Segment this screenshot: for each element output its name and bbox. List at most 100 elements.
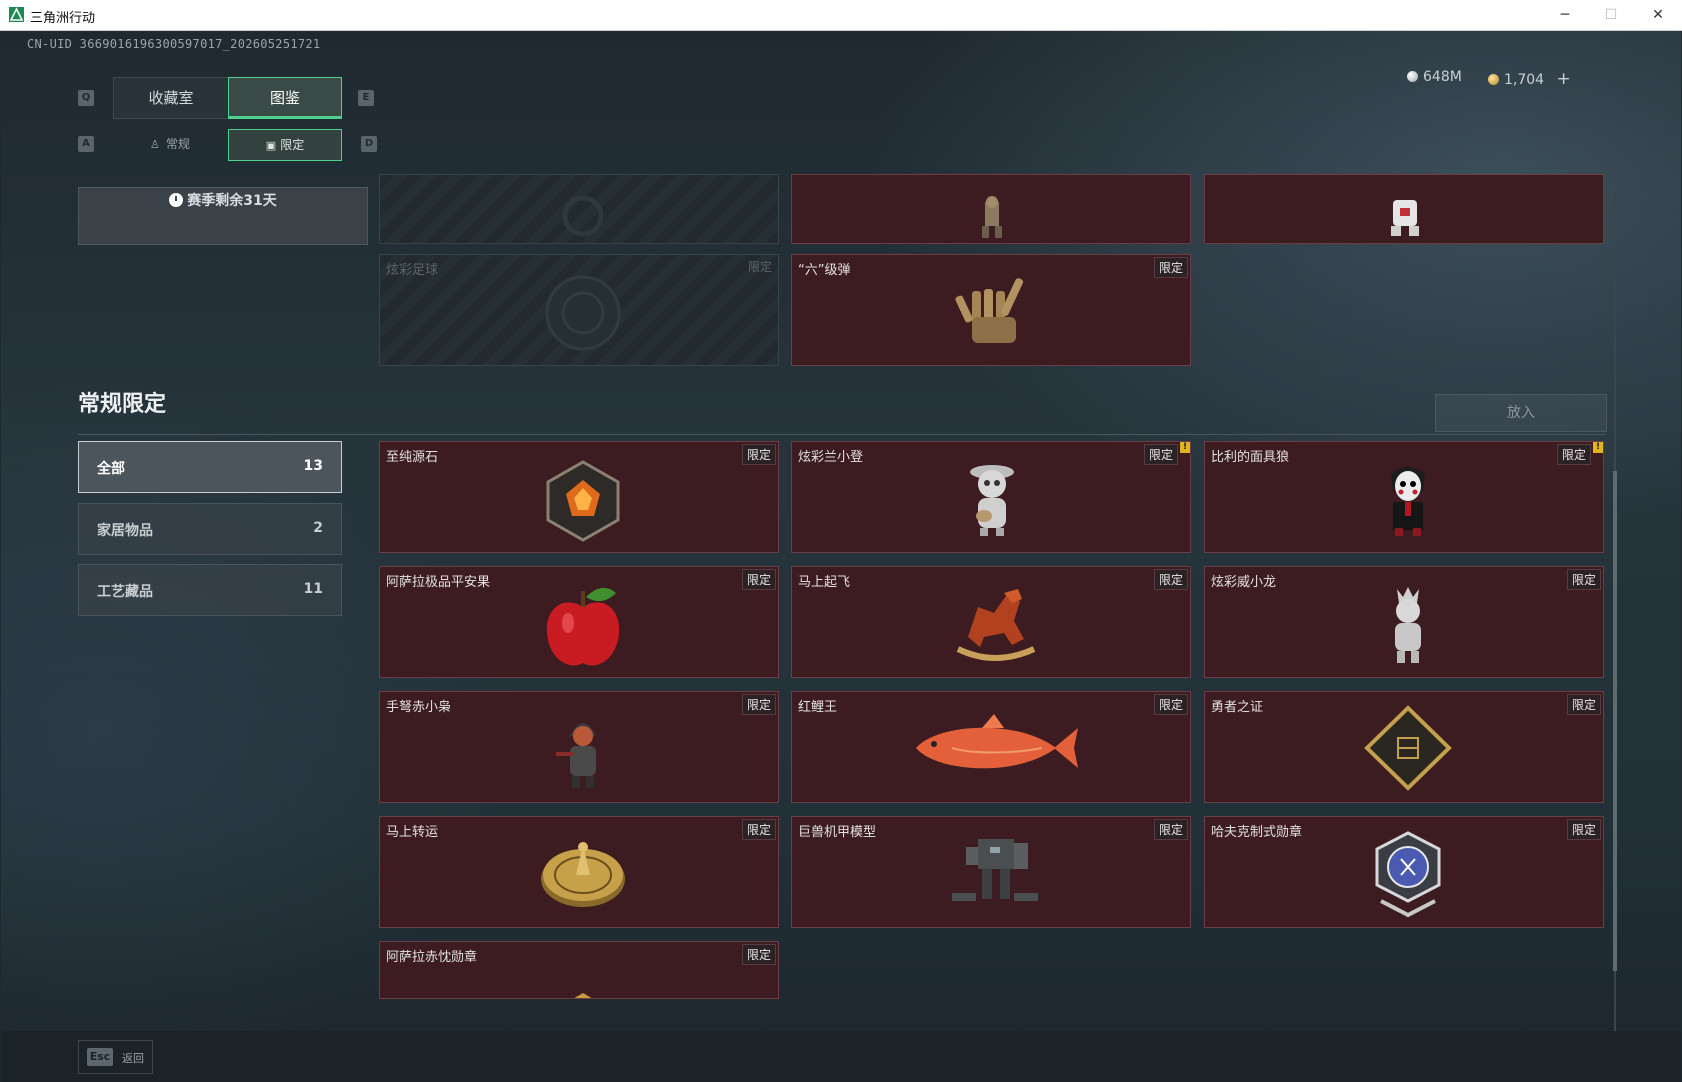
- filter-all[interactable]: 全部 13: [78, 441, 342, 493]
- section-title: 常规限定: [78, 392, 167, 417]
- robot-figure-icon: [1391, 200, 1419, 236]
- filter-craft-collectibles[interactable]: 工艺藏品 11: [78, 564, 342, 616]
- silver-coin-icon: [1407, 71, 1418, 82]
- season-remaining-panel: 赛季剩余31天: [78, 187, 368, 245]
- card-name: 勇者之证: [1211, 700, 1264, 715]
- limited-tag: 限定: [1566, 694, 1601, 715]
- filter-label: 工艺藏品: [97, 584, 153, 600]
- limited-tag: 限定: [741, 819, 776, 840]
- card-name: 至纯源石: [386, 450, 439, 465]
- app-logo-icon: [9, 7, 24, 22]
- card-name: 阿萨拉极品平安果: [386, 575, 491, 590]
- window-title: 三角洲行动: [30, 11, 96, 26]
- card-apple[interactable]: 阿萨拉极品平安果 限定: [379, 566, 779, 678]
- card-name: 阿萨拉赤忱勋章: [386, 950, 478, 965]
- keyhint-next-tab: E: [358, 90, 374, 106]
- mystery-ring-icon: [562, 195, 604, 237]
- card-golden-wheel[interactable]: 马上转运 限定: [379, 816, 779, 928]
- asala-medal-icon: [574, 993, 592, 998]
- card-six-bullet[interactable]: “六”级弹 限定: [791, 254, 1191, 366]
- rocking-horse-icon: [956, 589, 1036, 661]
- silver-amount: 648M: [1423, 69, 1462, 85]
- esc-key-hint: Esc: [87, 1048, 113, 1066]
- limited-tag: 限定: [1153, 819, 1188, 840]
- limited-tag: 限定: [1556, 444, 1591, 465]
- limited-tag: 限定: [1153, 569, 1188, 590]
- limited-tag: 限定: [1153, 257, 1188, 278]
- billy-puppet-icon: [1391, 467, 1425, 536]
- top-card-locked[interactable]: [379, 174, 779, 244]
- limited-tag: 限定: [1566, 569, 1601, 590]
- clock-icon: [169, 193, 184, 207]
- game-viewport: CN-UID 3669016196300597017_202605251721 …: [1, 31, 1681, 1082]
- card-dragon-figure[interactable]: 炫彩威小龙 限定: [1204, 566, 1604, 678]
- card-name: 哈夫克制式勋章: [1211, 825, 1303, 840]
- gold-coin-icon: [1488, 74, 1499, 85]
- filter-label: 全部: [97, 461, 125, 477]
- season-remaining-label: 赛季剩余31天: [187, 193, 277, 209]
- red-carp-icon: [916, 714, 1078, 769]
- back-label: 返回: [122, 1052, 144, 1065]
- card-name: 炫彩兰小登: [798, 450, 864, 465]
- coin-amount: 1,704: [1504, 72, 1545, 88]
- card-mech-model[interactable]: 巨兽机甲模型 限定: [791, 816, 1191, 928]
- card-mariachi-doll[interactable]: 炫彩兰小登 限定 !: [791, 441, 1191, 553]
- limited-tag: 限定: [1143, 444, 1178, 465]
- soldier-figure-icon: [982, 196, 1002, 238]
- keyhint-prev-tab: Q: [78, 90, 94, 106]
- add-currency-button[interactable]: +: [1556, 69, 1571, 89]
- subtab-limited[interactable]: ▣限定: [228, 129, 342, 161]
- football-icon: [545, 275, 621, 351]
- tab-codex[interactable]: 图鉴: [228, 77, 342, 119]
- keyhint-next-sub: D: [361, 136, 377, 152]
- card-name: 红鲤王: [798, 700, 838, 715]
- image-icon: ▣: [265, 139, 277, 152]
- card-rocking-horse[interactable]: 马上起飞 限定: [791, 566, 1191, 678]
- filter-home-items[interactable]: 家居物品 2: [78, 503, 342, 555]
- filter-count: 13: [303, 458, 323, 474]
- card-asala-medal[interactable]: 阿萨拉赤忱勋章 限定: [379, 941, 779, 999]
- tab-collection-room[interactable]: 收藏室: [113, 77, 229, 119]
- keyhint-prev-sub: A: [78, 136, 94, 152]
- card-name: 马上转运: [386, 825, 439, 840]
- silver-currency: 648M: [1407, 69, 1462, 85]
- mech-model-icon: [952, 839, 1038, 901]
- subtab-regular-label: 常规: [165, 137, 190, 151]
- top-card-soldier[interactable]: [791, 174, 1191, 244]
- card-red-carp[interactable]: 红鲤王 限定: [791, 691, 1191, 803]
- card-name: 比利的面具狼: [1211, 450, 1290, 465]
- limited-tag: 限定: [1566, 819, 1601, 840]
- card-brave-card[interactable]: 勇者之证 限定: [1204, 691, 1604, 803]
- window-titlebar: 三角洲行动 ─ ☐ ✕: [0, 0, 1682, 31]
- card-name: 炫彩足球: [386, 263, 439, 278]
- limited-tag: 限定: [1153, 694, 1188, 715]
- filter-count: 2: [313, 520, 323, 536]
- filter-count: 11: [303, 581, 323, 597]
- place-button[interactable]: 放入: [1435, 394, 1607, 432]
- card-haavk-medal[interactable]: 哈夫克制式勋章 限定: [1204, 816, 1604, 928]
- figure-icon: ♙: [150, 138, 160, 151]
- maximize-button[interactable]: ☐: [1604, 7, 1618, 23]
- six-gesture-hand-icon: [955, 278, 1024, 343]
- close-button[interactable]: ✕: [1652, 7, 1664, 23]
- scrollbar-thumb[interactable]: [1613, 471, 1617, 971]
- limited-tag: 限定: [741, 444, 776, 465]
- subtab-regular[interactable]: ♙ 常规: [113, 129, 227, 159]
- filter-label: 家居物品: [97, 523, 153, 539]
- card-name: 马上起飞: [798, 575, 851, 590]
- card-name: “六”级弹: [798, 263, 851, 278]
- mariachi-doll-icon: [970, 465, 1014, 536]
- hooded-figure-icon: [556, 723, 596, 788]
- card-billy-puppet[interactable]: 比利的面具狼 限定 !: [1204, 441, 1604, 553]
- back-button[interactable]: Esc 返回: [78, 1040, 153, 1074]
- apple-icon: [546, 587, 620, 666]
- card-football[interactable]: 炫彩足球 限定: [379, 254, 779, 366]
- card-hooded-figure[interactable]: 手弩赤小枭 限定: [379, 691, 779, 803]
- card-source-crystal[interactable]: 至纯源石 限定: [379, 441, 779, 553]
- new-alert-icon: !: [1593, 442, 1603, 453]
- top-card-robot[interactable]: [1204, 174, 1604, 244]
- minimize-button[interactable]: ─: [1560, 7, 1570, 23]
- card-name: 手弩赤小枭: [386, 700, 452, 715]
- brave-card-icon: [1364, 705, 1452, 791]
- card-name: 炫彩威小龙: [1211, 575, 1277, 590]
